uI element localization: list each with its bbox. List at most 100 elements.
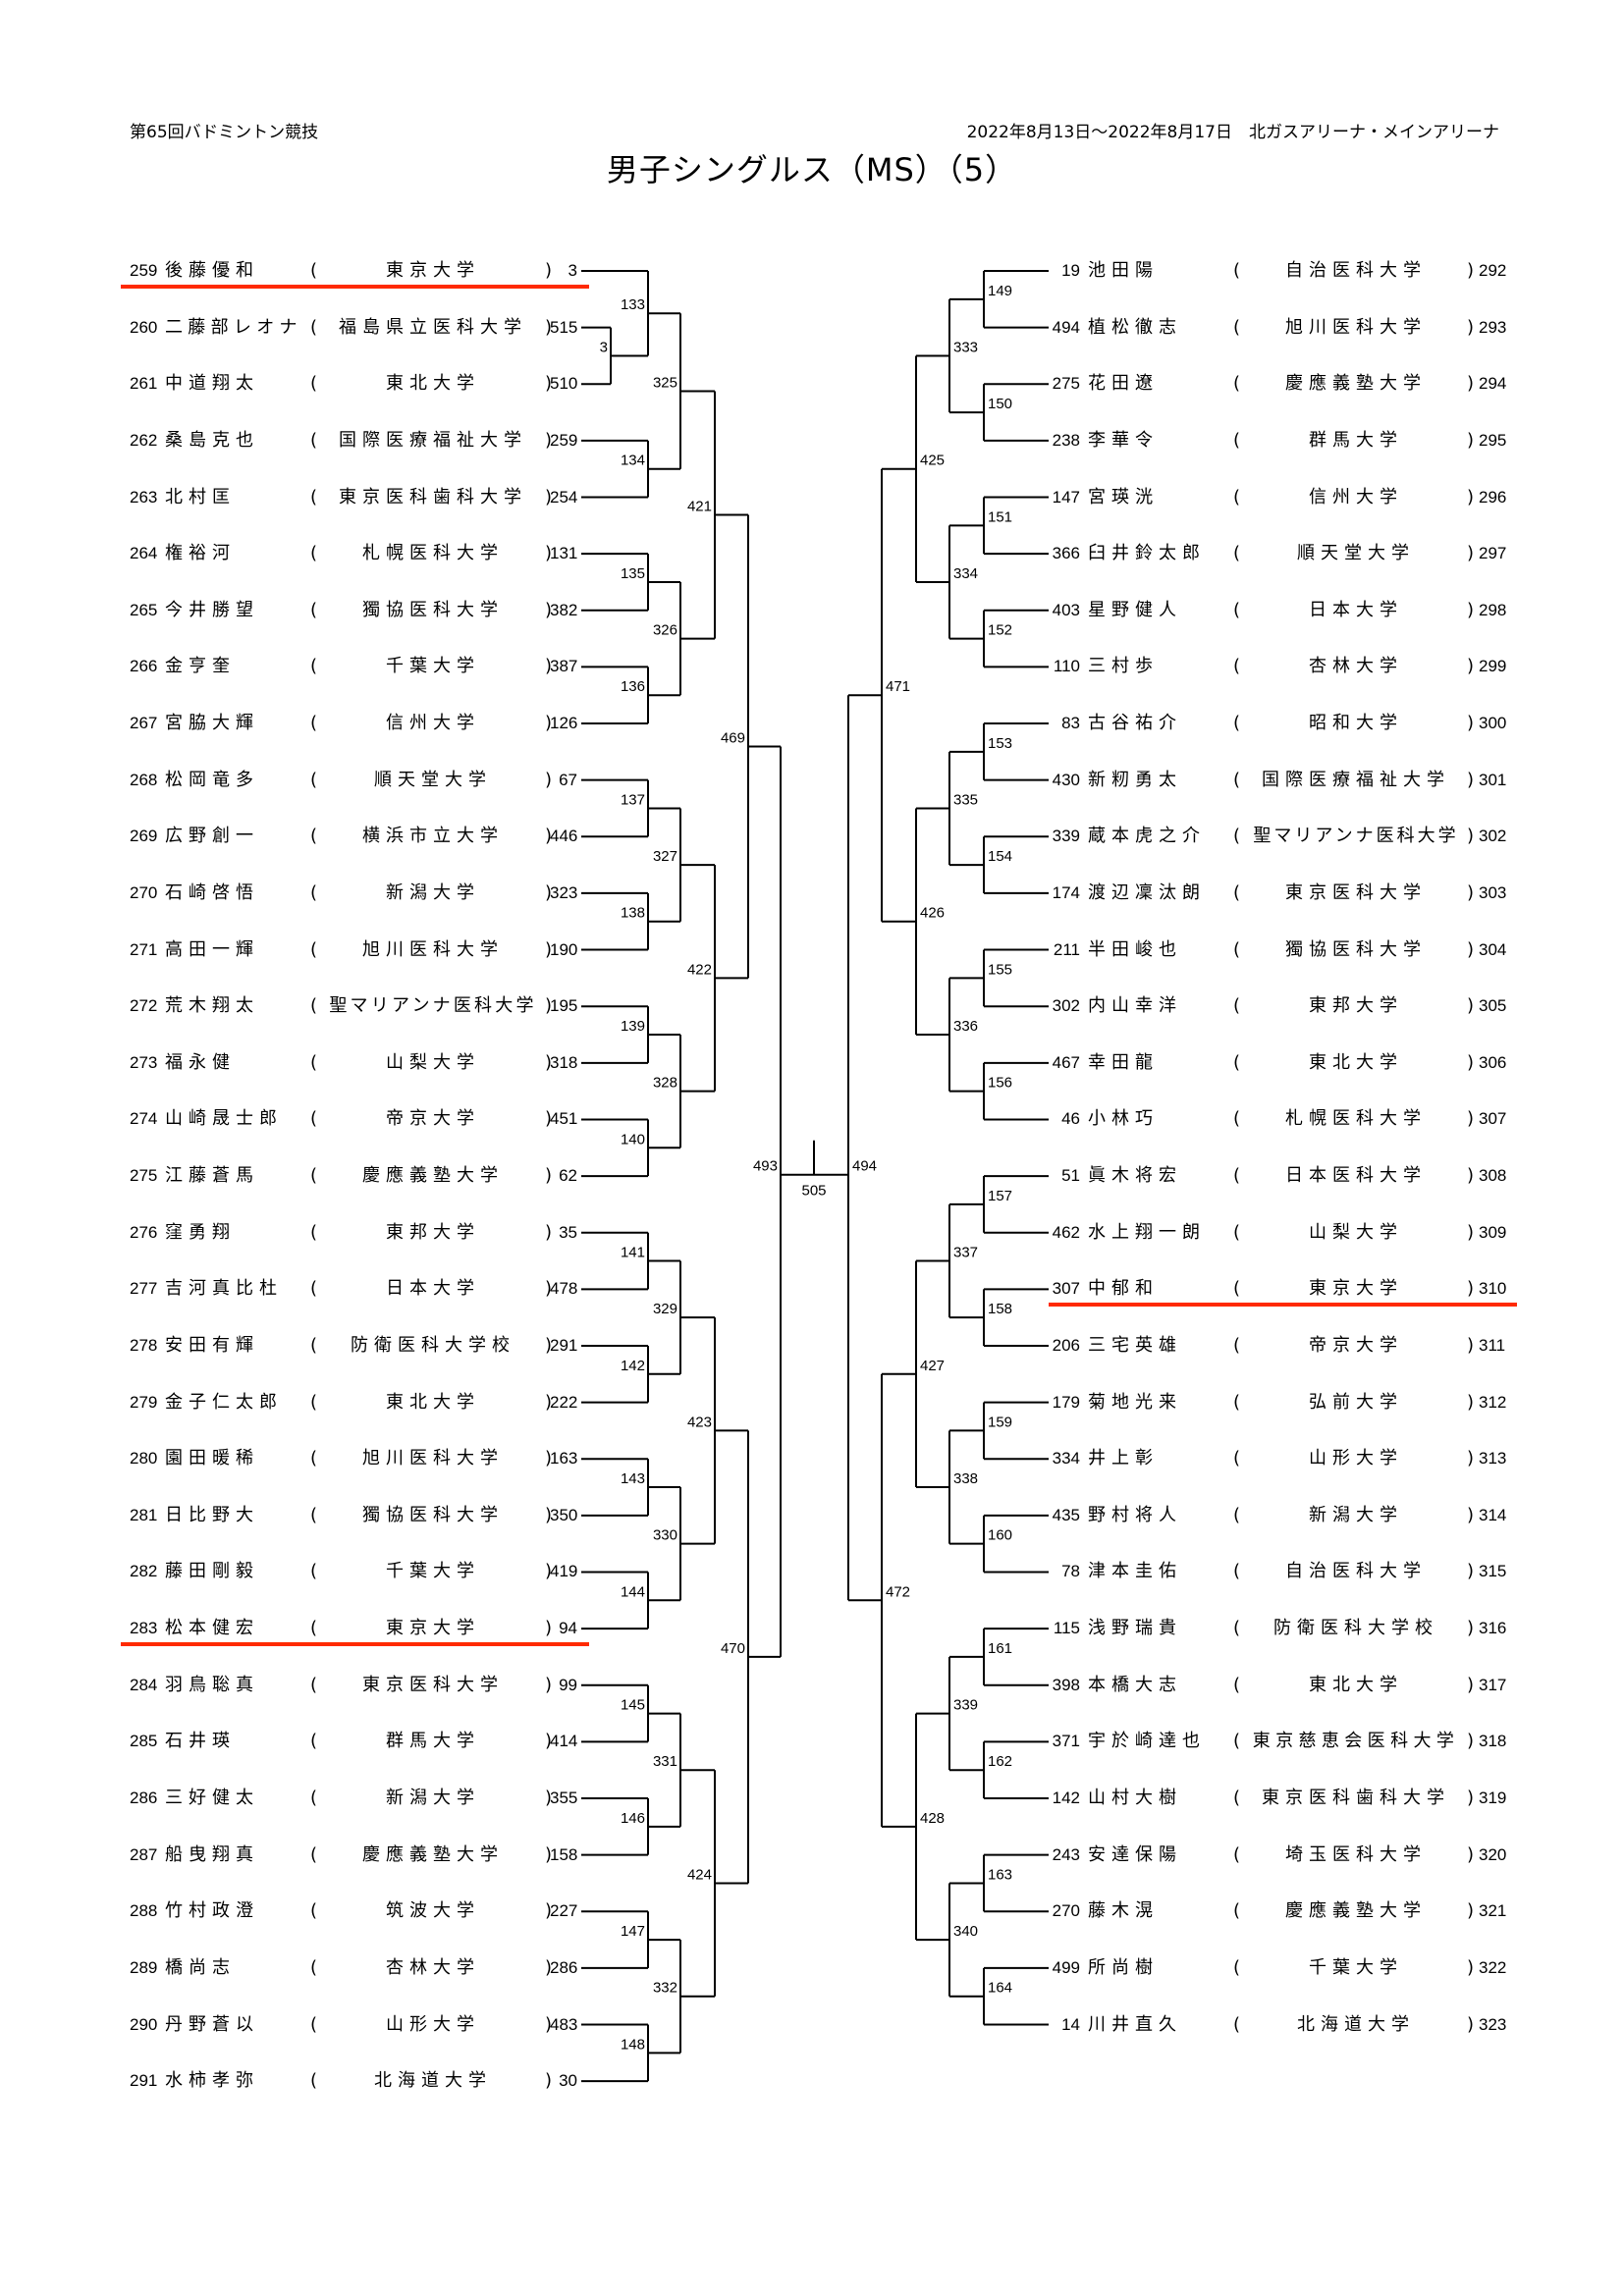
close-paren: ) bbox=[1467, 995, 1475, 1017]
draw-number: 282 bbox=[130, 1562, 158, 1581]
draw-number: 273 bbox=[130, 1052, 158, 1072]
player-name: 山村大樹 bbox=[1088, 1788, 1182, 1808]
match-number: 426 bbox=[920, 905, 945, 922]
close-paren: ) bbox=[545, 938, 553, 960]
open-paren: ( bbox=[1233, 995, 1241, 1017]
open-paren: ( bbox=[1233, 1674, 1241, 1695]
match-number: 139 bbox=[621, 1018, 645, 1035]
open-paren: ( bbox=[310, 1278, 318, 1300]
open-paren: ( bbox=[310, 1843, 318, 1865]
school-name: 東京医科歯科大学 bbox=[1262, 1788, 1450, 1808]
close-paren: ) bbox=[545, 260, 553, 281]
highlight-underline bbox=[1049, 1303, 1517, 1308]
school-name: 信州大学 bbox=[1309, 486, 1403, 507]
draw-number: 308 bbox=[1479, 1166, 1507, 1186]
close-paren: ) bbox=[545, 656, 553, 677]
seed-number: 3 bbox=[568, 261, 577, 280]
player-name: 新籾勇太 bbox=[1088, 769, 1182, 790]
close-paren: ) bbox=[1467, 373, 1475, 395]
school-name: 慶應義塾大学 bbox=[1285, 1900, 1427, 1922]
close-paren: ) bbox=[545, 826, 553, 847]
seed-number: 179 bbox=[1052, 1392, 1080, 1412]
school-name: 日本大学 bbox=[386, 1278, 480, 1300]
open-paren: ( bbox=[310, 1221, 318, 1243]
match-number: 140 bbox=[621, 1131, 645, 1148]
open-paren: ( bbox=[310, 1674, 318, 1695]
school-name: 横浜市立大学 bbox=[362, 826, 504, 847]
player-name: 幸田龍 bbox=[1088, 1051, 1159, 1073]
seed-number: 254 bbox=[550, 487, 578, 507]
close-paren: ) bbox=[545, 373, 553, 395]
seed-number: 163 bbox=[550, 1449, 578, 1468]
close-paren: ) bbox=[1467, 1674, 1475, 1695]
draw-number: 281 bbox=[130, 1505, 158, 1524]
open-paren: ( bbox=[310, 373, 318, 395]
school-name: 防衛医科大学校 bbox=[1273, 1618, 1438, 1639]
draw-number: 312 bbox=[1479, 1392, 1507, 1412]
school-name: 日本医科大学 bbox=[1285, 1165, 1427, 1187]
open-paren: ( bbox=[1233, 656, 1241, 677]
match-number: 145 bbox=[621, 1697, 645, 1714]
open-paren: ( bbox=[310, 1900, 318, 1922]
school-name: 東京大学 bbox=[386, 260, 480, 281]
school-name: 東北大学 bbox=[1309, 1674, 1403, 1695]
match-number: 325 bbox=[653, 374, 677, 391]
draw-number: 284 bbox=[130, 1675, 158, 1694]
draw-number: 307 bbox=[1479, 1109, 1507, 1129]
match-number: 428 bbox=[920, 1810, 945, 1827]
draw-number: 299 bbox=[1479, 657, 1507, 676]
match-number: 493 bbox=[753, 1158, 778, 1175]
match-number: 146 bbox=[621, 1810, 645, 1827]
match-number: 141 bbox=[621, 1245, 645, 1261]
match-number: 335 bbox=[953, 791, 978, 808]
school-name: 順天堂大学 bbox=[374, 769, 492, 790]
match-number: 153 bbox=[988, 735, 1012, 752]
draw-number: 265 bbox=[130, 600, 158, 619]
school-name: 東京慈恵会医科大学 bbox=[1252, 1731, 1460, 1752]
seed-number: 62 bbox=[559, 1166, 577, 1186]
school-name: 昭和大学 bbox=[1309, 713, 1403, 734]
draw-number: 321 bbox=[1479, 1901, 1507, 1921]
open-paren: ( bbox=[1233, 1561, 1241, 1582]
open-paren: ( bbox=[1233, 1334, 1241, 1356]
open-paren: ( bbox=[1233, 599, 1241, 620]
seed-number: 286 bbox=[550, 1957, 578, 1977]
draw-number: 272 bbox=[130, 996, 158, 1016]
close-paren: ) bbox=[545, 1731, 553, 1752]
close-paren: ) bbox=[1467, 826, 1475, 847]
school-name: 日本大学 bbox=[1309, 599, 1403, 620]
draw-number: 297 bbox=[1479, 544, 1507, 563]
match-number: 3 bbox=[600, 339, 608, 355]
close-paren: ) bbox=[545, 486, 553, 507]
seed-number: 243 bbox=[1052, 1844, 1080, 1864]
seed-number: 227 bbox=[550, 1901, 578, 1921]
school-name: 北海道大学 bbox=[374, 2070, 492, 2092]
draw-number: 302 bbox=[1479, 827, 1507, 846]
close-paren: ) bbox=[545, 1956, 553, 1978]
seed-number: 275 bbox=[1052, 374, 1080, 394]
close-paren: ) bbox=[1467, 713, 1475, 734]
seed-number: 435 bbox=[1052, 1505, 1080, 1524]
school-name: 旭川医科大学 bbox=[362, 1448, 504, 1469]
player-name: 川井直久 bbox=[1088, 2013, 1182, 2035]
open-paren: ( bbox=[1233, 1504, 1241, 1525]
close-paren: ) bbox=[1467, 656, 1475, 677]
school-name: 新潟大学 bbox=[386, 881, 480, 903]
seed-number: 323 bbox=[550, 882, 578, 902]
match-number: 333 bbox=[953, 339, 978, 355]
seed-number: 307 bbox=[1052, 1279, 1080, 1299]
player-name: 半田峻也 bbox=[1088, 938, 1182, 960]
open-paren: ( bbox=[1233, 713, 1241, 734]
school-name: 東北大学 bbox=[386, 1391, 480, 1413]
open-paren: ( bbox=[310, 2013, 318, 2035]
